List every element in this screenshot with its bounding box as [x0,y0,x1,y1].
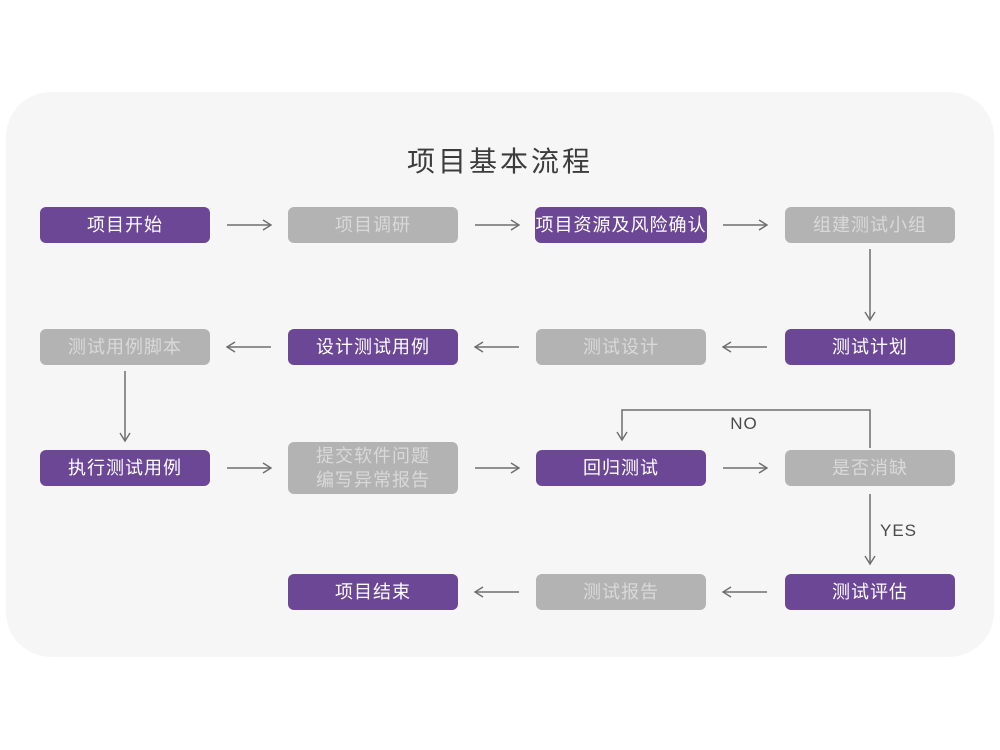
node-design-test-cases: 设计测试用例 [288,329,458,365]
node-project-research: 项目调研 [288,207,458,243]
node-submit-issues-report: 提交软件问题 编写异常报告 [288,442,458,494]
node-test-evaluation: 测试评估 [785,574,955,610]
node-test-report: 测试报告 [536,574,706,610]
page-title: 项目基本流程 [406,146,593,177]
node-build-test-team: 组建测试小组 [785,207,955,243]
node-test-case-scripts: 测试用例脚本 [40,329,210,365]
branch-label-yes: YES [880,521,918,540]
flowchart-card [6,92,994,657]
node-execute-test-cases: 执行测试用例 [40,450,210,486]
node-defect-resolved: 是否消缺 [785,450,955,486]
node-regression-test: 回归测试 [536,450,706,486]
node-test-plan: 测试计划 [785,329,955,365]
node-project-end: 项目结束 [288,574,458,610]
branch-label-no: NO [730,414,758,433]
node-project-resources-risk: 项目资源及风险确认 [535,207,707,243]
node-test-design: 测试设计 [536,329,706,365]
node-submit-issues-line1: 提交软件问题 [316,445,430,466]
node-project-start: 项目开始 [40,207,210,243]
node-submit-issues-line2: 编写异常报告 [316,470,430,490]
